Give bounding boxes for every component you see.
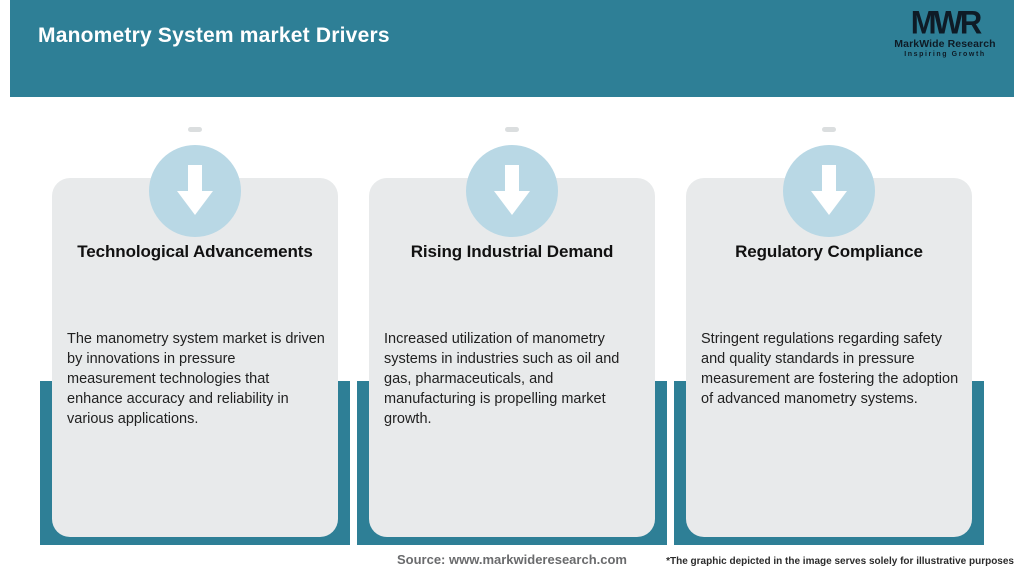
page-title: Manometry System market Drivers — [38, 24, 390, 47]
logo-tagline: Inspiring Growth — [904, 51, 986, 58]
driver-card: Regulatory Compliance Stringent regulati… — [686, 178, 972, 537]
down-arrow-glyph — [177, 165, 213, 215]
connector-notch — [822, 127, 836, 132]
driver-card-group-3: Regulatory Compliance Stringent regulati… — [674, 0, 984, 576]
markwide-research-logo: MWR MarkWide Research Inspiring Growth — [890, 4, 1000, 58]
driver-card: Technological Advancements The manometry… — [52, 178, 338, 537]
connector-notch — [188, 127, 202, 132]
down-arrow-icon — [783, 145, 875, 237]
card-title: Rising Industrial Demand — [410, 242, 614, 261]
driver-card: Rising Industrial Demand Increased utili… — [369, 178, 655, 537]
down-arrow-icon — [466, 145, 558, 237]
source-text: Source: www.markwideresearch.com — [396, 552, 627, 567]
disclaimer-text: *The graphic depicted in the image serve… — [666, 556, 1014, 567]
driver-card-group-1: Technological Advancements The manometry… — [40, 0, 350, 576]
logo-name: MarkWide Research — [894, 38, 996, 50]
down-arrow-glyph — [494, 165, 530, 215]
driver-card-group-2: Rising Industrial Demand Increased utili… — [357, 0, 667, 576]
header-bar: Manometry System market Drivers MWR Mark… — [10, 0, 1014, 97]
card-description: The manometry system market is driven by… — [67, 331, 325, 427]
card-title: Regulatory Compliance — [735, 242, 923, 261]
down-arrow-glyph — [811, 165, 847, 215]
card-description: Stringent regulations regarding safety a… — [701, 331, 959, 407]
connector-notch — [505, 127, 519, 132]
card-description: Increased utilization of manometry syste… — [384, 331, 620, 427]
down-arrow-icon — [149, 145, 241, 237]
logo-monogram: MWR — [910, 4, 982, 41]
card-title: Technological Advancements — [77, 242, 313, 261]
